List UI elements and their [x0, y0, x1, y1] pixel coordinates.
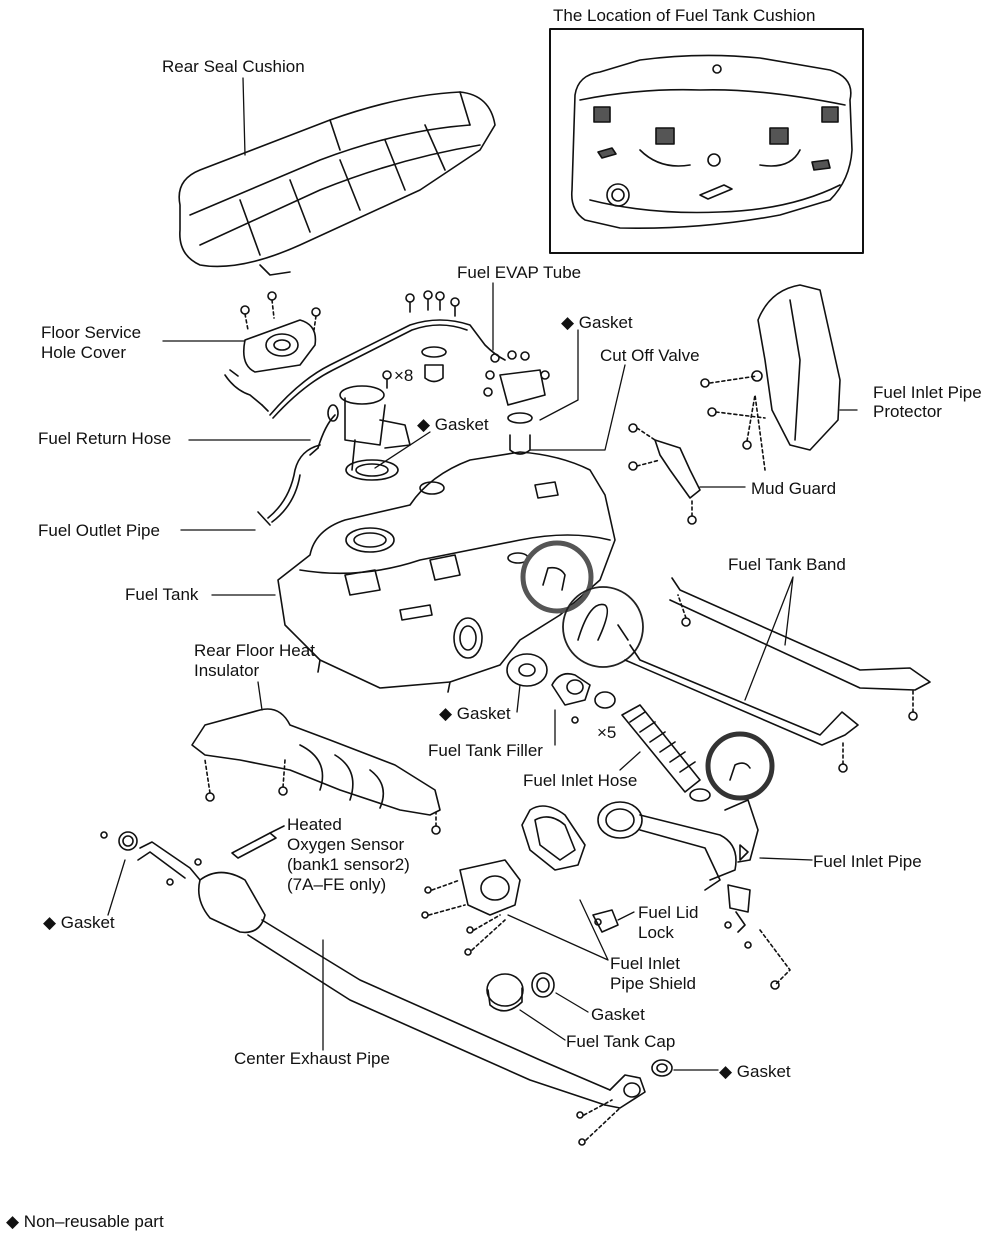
label-fuel-inlet-pipe-shield-2: Pipe Shield: [610, 974, 697, 993]
fuel-inlet-pipe-protector: [700, 284, 841, 471]
highlight-circle-right: [705, 731, 775, 801]
label-center-exhaust-pipe: Center Exhaust Pipe: [234, 1049, 390, 1068]
label-floor-service-hole-cover-2: Hole Cover: [41, 343, 127, 362]
cut-off-valve-assembly: [483, 350, 550, 455]
bolt-cluster-top: [382, 290, 460, 389]
fuel-return-hose-line: [317, 414, 336, 449]
label-fuel-inlet-hose: Fuel Inlet Hose: [523, 771, 638, 790]
center-exhaust-pipe: [100, 831, 673, 1146]
label-fuel-lid-lock-2: Lock: [638, 923, 674, 942]
inset-tank-drawing: [570, 54, 853, 230]
label-gasket-cap: Gasket: [591, 1005, 645, 1024]
fuel-outlet-pipe-line: [267, 444, 321, 519]
fuel-evap-tube-line: [269, 319, 506, 416]
label-fuel-tank: Fuel Tank: [125, 585, 199, 604]
label-fuel-inlet-pipe-shield-1: Fuel Inlet: [610, 954, 680, 973]
label-fuel-tank-band: Fuel Tank Band: [728, 555, 846, 574]
fuel-tank-cap: [486, 972, 555, 1012]
label-fuel-inlet-pipe-protector-1: Fuel Inlet Pipe: [873, 383, 982, 402]
label-gasket-filler: ◆ Gasket: [439, 704, 511, 723]
fuel-tank-bands: [624, 577, 931, 773]
label-heated-oxygen-sensor-4: (7A–FE only): [287, 875, 387, 894]
mud-guard: [628, 423, 701, 525]
highlight-circle-middle: [562, 586, 644, 668]
label-gasket-left: ◆ Gasket: [43, 913, 115, 932]
label-rear-floor-heat-insulator-1: Rear Floor Heat: [194, 641, 315, 660]
label-fuel-inlet-pipe: Fuel Inlet Pipe: [813, 852, 922, 871]
label-rear-seal-cushion: Rear Seal Cushion: [162, 57, 305, 76]
label-gasket-pump: ◆ Gasket: [417, 415, 489, 434]
label-fuel-lid-lock-1: Fuel Lid: [638, 903, 699, 922]
floor-service-hole-cover: [240, 291, 321, 373]
fuel-inlet-hose: [621, 704, 711, 802]
fuel-tank-filler: [506, 653, 616, 724]
fuel-inlet-pipe: [597, 799, 791, 990]
label-rear-floor-heat-insulator-2: Insulator: [194, 661, 260, 680]
highlight-circle-top: [520, 540, 594, 614]
label-floor-service-hole-cover-1: Floor Service: [41, 323, 142, 342]
rear-floor-heat-insulator: [191, 708, 441, 835]
label-gasket-top: ◆ Gasket: [561, 313, 633, 332]
label-fuel-inlet-pipe-protector-2: Protector: [873, 402, 942, 421]
label-cut-off-valve: Cut Off Valve: [600, 346, 700, 365]
legend-non-reusable-part: ◆ Non–reusable part: [6, 1212, 164, 1231]
inset-title: The Location of Fuel Tank Cushion: [553, 6, 816, 25]
fuel-inlet-pipe-shield: [421, 805, 586, 956]
label-heated-oxygen-sensor-3: (bank1 sensor2): [287, 855, 410, 874]
label-fuel-tank-cap: Fuel Tank Cap: [566, 1032, 676, 1051]
label-mud-guard: Mud Guard: [751, 479, 837, 498]
label-heated-oxygen-sensor-1: Heated: [287, 815, 342, 834]
leader-lines: [107, 77, 858, 1071]
label-gasket-rear: ◆ Gasket: [719, 1062, 791, 1081]
label-bolt-x8: ×8: [394, 366, 414, 385]
label-fuel-return-hose: Fuel Return Hose: [38, 429, 172, 448]
label-fuel-tank-filler: Fuel Tank Filler: [428, 741, 543, 760]
rear-seat-cushion: [178, 91, 496, 276]
inset-frame: [549, 28, 864, 254]
label-bolt-x5: ×5: [597, 723, 617, 742]
heated-oxygen-sensor: [231, 825, 285, 859]
fuel-pump-assembly: [327, 385, 411, 481]
label-fuel-evap-tube: Fuel EVAP Tube: [457, 263, 582, 282]
label-heated-oxygen-sensor-2: Oxygen Sensor: [287, 835, 405, 854]
fuel-tank: [277, 451, 616, 693]
fuel-lid-lock: [592, 909, 619, 933]
label-fuel-outlet-pipe: Fuel Outlet Pipe: [38, 521, 160, 540]
